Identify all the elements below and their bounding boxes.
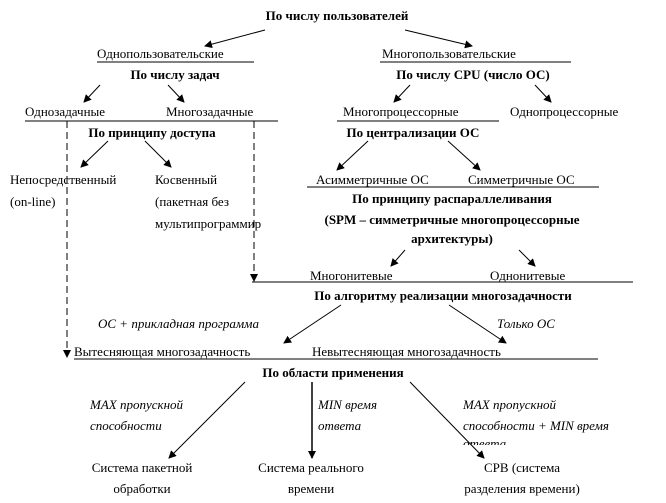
arrow — [447, 140, 481, 171]
edge-label-min-response: ответа — [318, 418, 362, 433]
arrow — [168, 381, 246, 459]
node-multi-task: Многозадачные — [166, 104, 254, 119]
criterion-parallel-note: (SPM – симметричные многопроцессорные — [324, 212, 580, 227]
arrow — [167, 84, 185, 103]
node-multi-proc: Многопроцессорные — [343, 104, 459, 119]
node-single-user: Однопользовательские — [97, 46, 224, 61]
node-realtime: Система реального — [258, 460, 364, 475]
criterion-parallel: По принципу распараллеливания — [352, 191, 552, 206]
node-realtime: времени — [287, 481, 335, 496]
node-batch: Система пакетной — [91, 460, 193, 475]
arrow — [393, 84, 411, 103]
criterion-access: По принципу доступа — [88, 125, 216, 140]
edge-label-max-throughput: MAX пропускной — [90, 397, 184, 412]
arrow — [144, 140, 172, 168]
node-direct-note: (on-line) — [10, 194, 56, 209]
arrow — [409, 381, 485, 459]
edge-label-max-min: способности + MIN время — [463, 418, 609, 433]
node-preemptive: Вытесняющая многозадачность — [74, 344, 251, 359]
arrow — [518, 249, 536, 267]
node-single-thread: Однонитевые — [490, 268, 566, 283]
criterion-cpu: По числу CPU (число ОС) — [396, 67, 550, 82]
edge-label-min-response: MIN время — [318, 397, 378, 412]
node-indirect-note: (пакетная без — [155, 194, 229, 209]
criterion-tasks: По числу задач — [130, 67, 220, 82]
node-asymmetric: Асимметричные ОС — [316, 172, 429, 187]
arrow — [80, 140, 109, 168]
node-indirect: Косвенный — [155, 172, 218, 187]
edge-label-max-min: MAX пропускной — [463, 397, 557, 412]
node-single-task: Однозадачные — [25, 104, 106, 119]
node-symmetric: Симметричные ОС — [468, 172, 575, 187]
edge-label-os-app: ОС + прикладная программа — [98, 316, 259, 331]
edge-label-max-throughput: способности — [90, 418, 162, 433]
node-direct: Непосредственный — [10, 172, 117, 187]
node-multi-user: Многопользовательские — [382, 46, 516, 61]
edge-label-max-min: ответа — [463, 436, 507, 445]
arrow — [83, 84, 101, 103]
arrow — [534, 84, 552, 103]
node-batch: обработки — [113, 481, 171, 496]
node-timesharing: СРВ (система — [483, 460, 561, 475]
node-indirect-note: мультипрограммир — [155, 216, 262, 231]
criterion-multitask-algo: По алгоритму реализации многозадачности — [314, 288, 572, 303]
arrow — [448, 304, 507, 344]
arrow — [336, 140, 369, 171]
edge-label-os-only: Только ОС — [497, 316, 555, 331]
arrow — [390, 249, 406, 267]
arrow — [204, 29, 266, 49]
node-timesharing: разделения времени) — [464, 481, 580, 496]
node-non-preemptive: Невытесняющая многозадачность — [312, 344, 501, 359]
criterion-centralization: По централизации ОС — [346, 125, 480, 140]
root-criterion: По числу пользователей — [265, 8, 409, 23]
node-single-proc: Однопроцессорные — [510, 104, 619, 119]
arrow — [404, 29, 473, 49]
arrow — [283, 304, 342, 344]
criterion-application: По области применения — [262, 365, 404, 380]
criterion-parallel-note: архитектуры) — [411, 231, 493, 246]
node-multi-thread: Многонитевые — [310, 268, 393, 283]
